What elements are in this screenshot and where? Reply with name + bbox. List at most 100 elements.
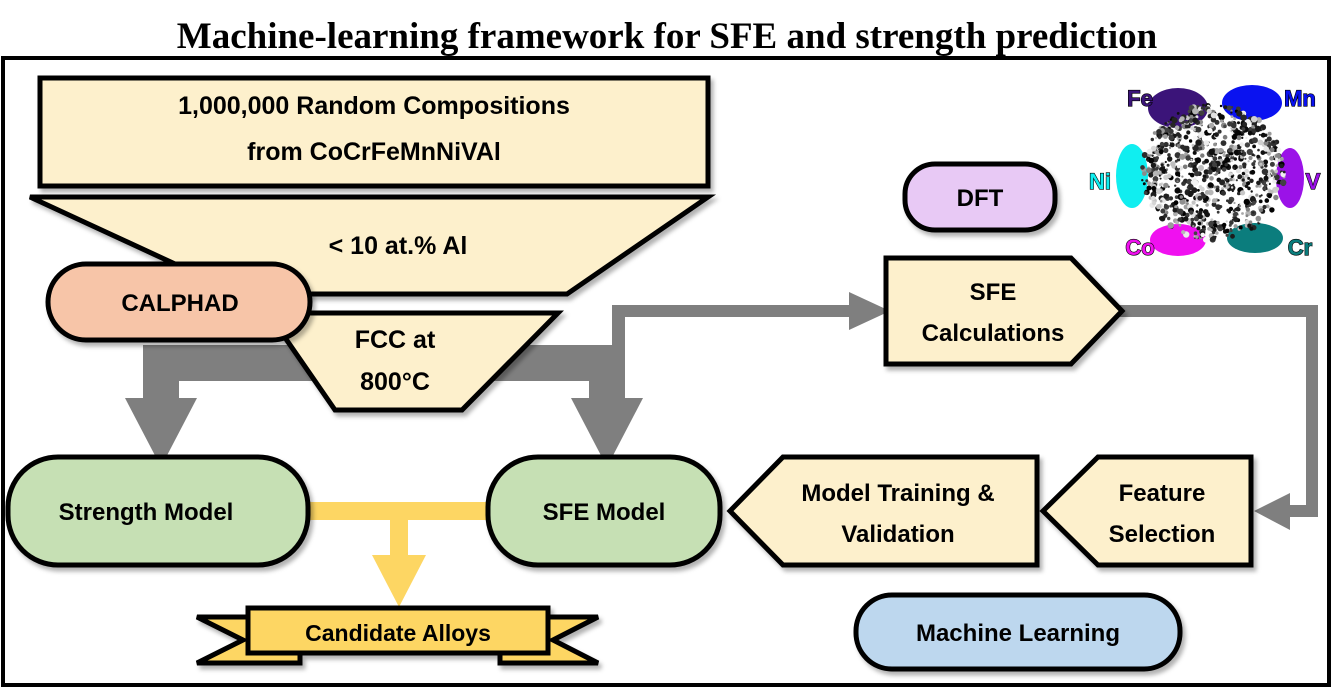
cluster-point [1215,204,1222,211]
cluster-point [1191,143,1195,147]
cluster-point [1213,185,1217,189]
cluster-point [1156,204,1162,210]
cluster-point [1209,176,1214,181]
cluster-point [1152,201,1157,206]
cluster-point [1203,169,1210,175]
cluster-point [1150,137,1155,142]
cluster-point [1140,165,1145,170]
cluster-point [1176,132,1181,137]
cluster-point [1163,127,1170,134]
cluster-point [1236,135,1242,141]
cluster-point [1206,108,1212,114]
cluster-point [1214,132,1219,138]
dft-node [902,161,1058,233]
cluster-point [1187,109,1192,114]
cluster-point [1152,171,1158,176]
cluster-point [1195,139,1202,146]
cluster-point [1158,183,1162,187]
element-label-mn: Mn [1284,86,1316,111]
cluster-point [1167,216,1171,221]
cluster-point [1259,208,1263,213]
element-cluster-co [1150,224,1206,256]
cluster-point [1229,220,1234,225]
cluster-point [1243,198,1251,206]
feature-selection-node [1039,454,1254,568]
cluster-point [1190,126,1195,131]
cluster-point [1238,225,1243,230]
cluster-point [1241,127,1246,131]
cluster-point [1269,156,1274,161]
cluster-point [1233,167,1235,170]
cluster-point [1141,152,1148,158]
cluster-point [1242,164,1247,169]
cluster-point [1186,199,1189,202]
model-training-line1: Model Training & [801,480,994,507]
cluster-point [1207,127,1213,134]
sfe-calculations-line1: SFE [970,279,1017,306]
cluster-point [1255,125,1262,132]
cluster-point [1272,179,1277,184]
cluster-point [1197,213,1204,220]
feature-selection-line1: Feature [1119,480,1206,507]
cluster-point [1181,181,1186,186]
cluster-point [1167,222,1174,229]
cluster-point [1183,134,1189,140]
cluster-point [1260,150,1266,156]
cluster-point [1230,175,1234,179]
cluster-point [1252,211,1255,214]
cluster-point [1244,219,1250,224]
cluster-point [1188,139,1193,143]
cluster-point [1176,112,1180,115]
cluster-point [1248,155,1253,161]
cluster-point [1240,131,1244,134]
cluster-point [1200,153,1205,158]
cluster-point [1219,104,1223,108]
element-cluster-fe [1148,88,1208,128]
cluster-point [1272,140,1276,144]
cluster-point [1227,199,1233,205]
cluster-point [1264,164,1268,168]
cluster-point [1159,166,1165,172]
cluster-point [1226,105,1232,111]
cluster-point [1150,145,1157,152]
cluster-point [1204,158,1209,164]
cluster-point [1269,147,1275,153]
cluster-point [1169,204,1173,208]
cluster-point [1217,112,1222,117]
cluster-point [1257,139,1264,146]
cluster-point [1230,233,1235,239]
cluster-point [1248,126,1253,131]
cluster-point [1168,128,1174,134]
cluster-point [1258,133,1261,136]
cluster-point [1206,174,1209,177]
compositions-line2: from CoCrFeMnNiVAl [247,138,501,166]
cluster-point [1242,112,1246,115]
cluster-point [1177,208,1184,215]
cluster-point [1165,171,1168,174]
cluster-point [1251,124,1255,129]
cluster-point [1228,206,1234,212]
cluster-point [1218,148,1224,153]
cluster-point [1211,202,1217,208]
cluster-point [1183,216,1189,222]
cluster-point [1188,118,1194,123]
cluster-point [1280,179,1287,186]
machine-learning-label: Machine Learning [916,620,1120,647]
cluster-point [1241,136,1244,139]
cluster-point [1233,224,1238,229]
cluster-point [1267,151,1271,156]
cluster-point [1192,117,1198,124]
cluster-point [1247,160,1250,163]
cluster-point [1174,152,1181,159]
cluster-point [1189,114,1194,119]
cluster-point [1241,171,1246,176]
cluster-point [1260,194,1263,197]
cluster-point [1177,217,1182,222]
cluster-point [1248,220,1253,224]
cluster-point [1238,165,1243,170]
cluster-point [1199,110,1205,116]
element-labels: Fe Mn Ni V Co Cr [1088,85,1321,260]
cluster-point [1186,186,1190,189]
cluster-point [1195,157,1202,164]
cluster-point [1190,222,1196,228]
